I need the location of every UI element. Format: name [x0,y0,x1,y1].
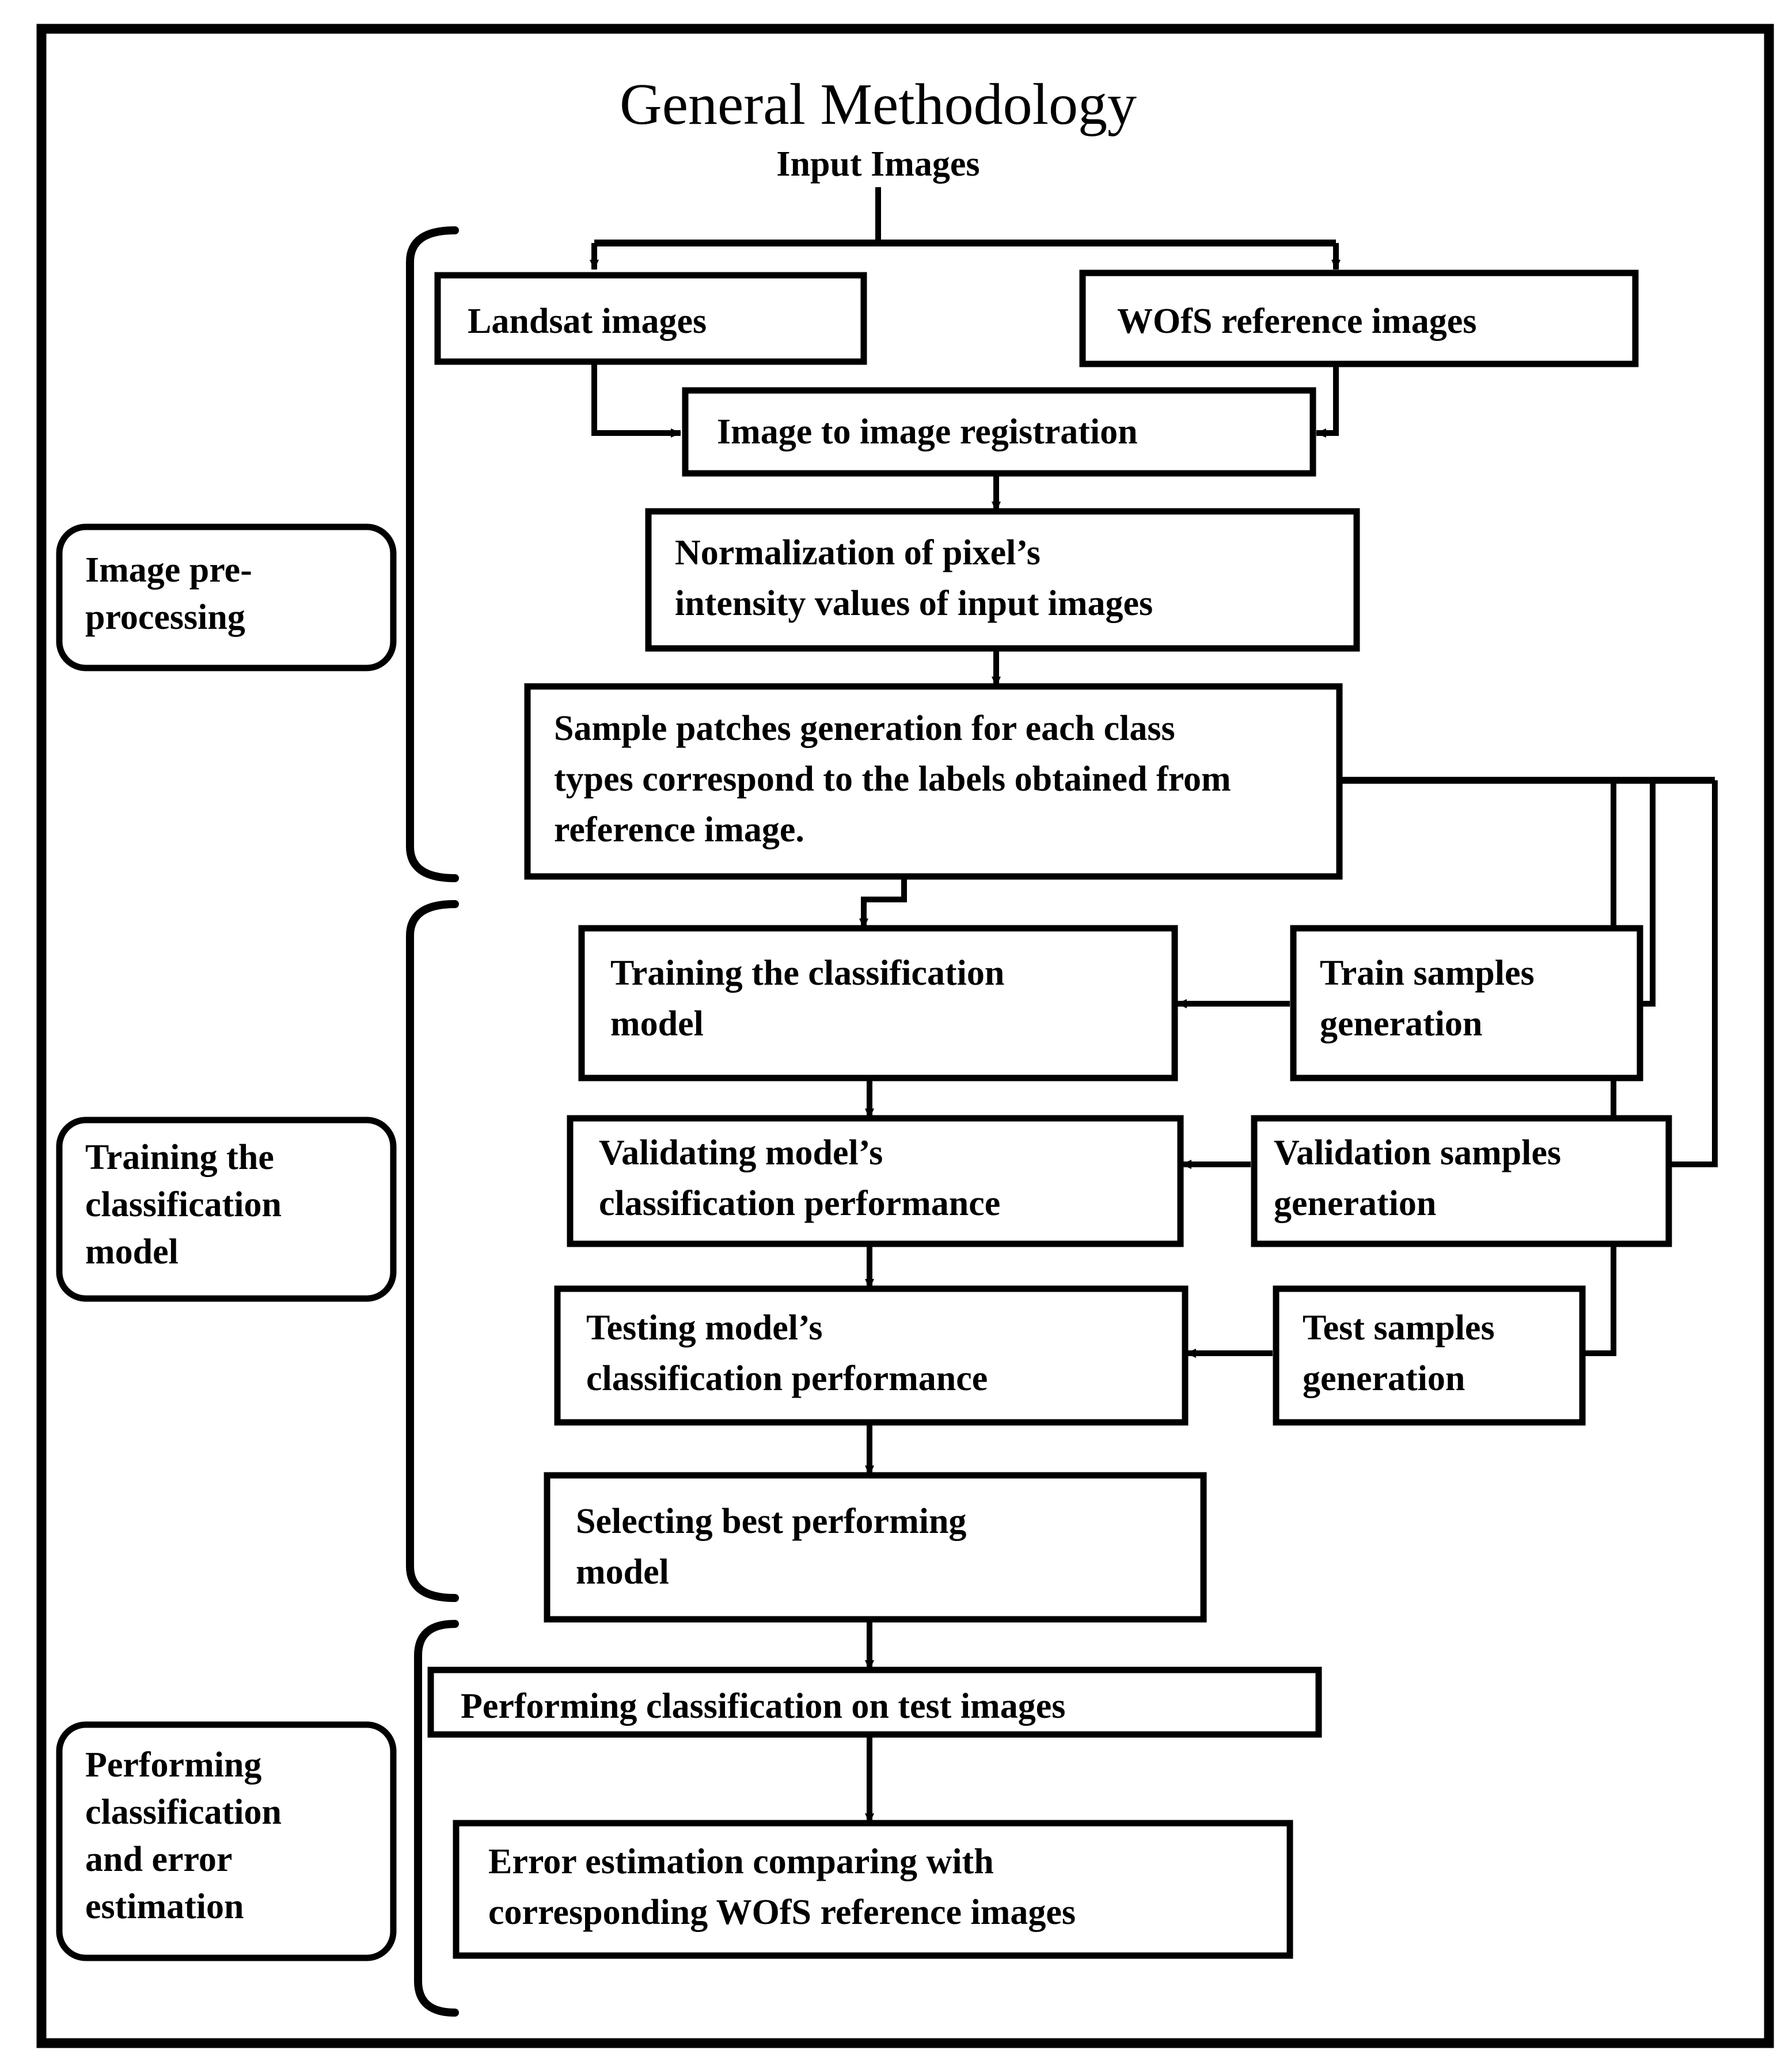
edge-sample-patches-to-training [859,876,907,929]
node-label: Training the classification [610,954,1004,993]
node-error-estimation[interactable]: Error estimation comparing with correspo… [453,1820,1293,1959]
node-label: generation [1320,1004,1482,1043]
node-label: intensity values of input images [675,584,1153,623]
stage-label-line: Training the [85,1138,274,1177]
node-wofs-reference-images[interactable]: WOfS reference images [1079,269,1639,367]
edge-to-validation-samples [1658,780,1718,1169]
node-box[interactable] [682,387,1316,477]
node-label: reference image. [554,810,804,849]
stage-label-classification-error: Performing classification and error esti… [56,1721,397,1961]
stage-label-line: and error [85,1840,232,1879]
stage-label-line: classification [85,1793,282,1832]
node-label: Image to image registration [717,412,1138,451]
stage-label-line: Performing [85,1745,261,1785]
stage-label-line: processing [85,598,245,637]
node-box[interactable] [1251,1115,1672,1247]
node-box[interactable] [434,272,867,365]
node-validating-model[interactable]: Validating model’s classification perfor… [567,1115,1184,1247]
bracket-classification-error [414,1620,459,2017]
node-training-classification-model[interactable]: Training the classification model [578,925,1178,1081]
node-label: classification performance [586,1359,988,1398]
node-test-samples-generation[interactable]: Test samples generation [1273,1285,1586,1426]
bracket-training-model [406,900,459,1602]
node-image-to-image-registration[interactable]: Image to image registration [682,387,1316,477]
node-label: WOfS reference images [1117,302,1476,341]
node-box[interactable] [524,683,1343,880]
node-performing-classification[interactable]: Performing classification on test images [427,1667,1322,1738]
stage-label-image-preprocessing: Image pre- processing [56,523,397,671]
node-label: Train samples [1320,954,1535,993]
node-box[interactable] [1079,269,1639,367]
node-label: Performing classification on test images [461,1687,1065,1726]
edge-landsat-to-registration [591,361,681,438]
node-selecting-best-model[interactable]: Selecting best performing model [544,1472,1207,1623]
node-box[interactable] [544,1472,1207,1623]
node-label: Normalization of pixel’s [675,533,1041,572]
figure-title: General Methodology [620,72,1137,137]
node-label: Validating model’s [599,1133,883,1172]
node-label: types correspond to the labels obtained … [554,760,1231,799]
node-box[interactable] [453,1820,1293,1959]
node-testing-model[interactable]: Testing model’s classification performan… [554,1285,1189,1426]
entry-label-input-images: Input Images [776,145,979,184]
node-label: Error estimation comparing with [488,1842,994,1881]
node-box[interactable] [1290,925,1643,1081]
node-label: generation [1303,1359,1465,1398]
stage-label-training-model: Training the classification model [56,1117,397,1302]
stage-box-image-preprocessing [56,523,397,671]
node-box[interactable] [645,508,1360,652]
node-label: generation [1274,1184,1436,1223]
node-landsat-images[interactable]: Landsat images [434,272,867,365]
stage-label-line: Image pre- [85,551,252,590]
node-label: model [610,1004,704,1043]
node-box[interactable] [554,1285,1189,1426]
node-label: Sample patches generation for each class [554,709,1175,748]
bracket-image-preprocessing [406,226,459,882]
stage-box-classification-error [56,1721,397,1961]
node-label: Testing model’s [586,1308,823,1347]
node-normalization[interactable]: Normalization of pixel’s intensity value… [645,508,1360,652]
node-label: Validation samples [1274,1133,1561,1172]
node-label: Test samples [1303,1308,1495,1347]
node-label: model [576,1552,669,1592]
node-train-samples-generation[interactable]: Train samples generation [1290,925,1643,1081]
edge-wofs-to-registration [1316,364,1339,438]
node-label: Landsat images [468,302,707,341]
node-box[interactable] [578,925,1178,1081]
stage-label-line: model [85,1232,179,1271]
node-validation-samples-generation[interactable]: Validation samples generation [1251,1115,1672,1247]
figure-border [36,24,1774,2048]
node-label: classification performance [599,1184,1000,1223]
stage-box-training-model [56,1117,397,1302]
stage-label-line: classification [85,1185,282,1224]
node-box[interactable] [427,1667,1322,1738]
node-label: Selecting best performing [576,1502,966,1541]
node-box[interactable] [1273,1285,1586,1426]
node-label: corresponding WOfS reference images [488,1893,1076,1932]
stage-label-line: estimation [85,1887,244,1926]
node-box[interactable] [567,1115,1184,1247]
node-sample-patches-generation[interactable]: Sample patches generation for each class… [524,683,1343,880]
